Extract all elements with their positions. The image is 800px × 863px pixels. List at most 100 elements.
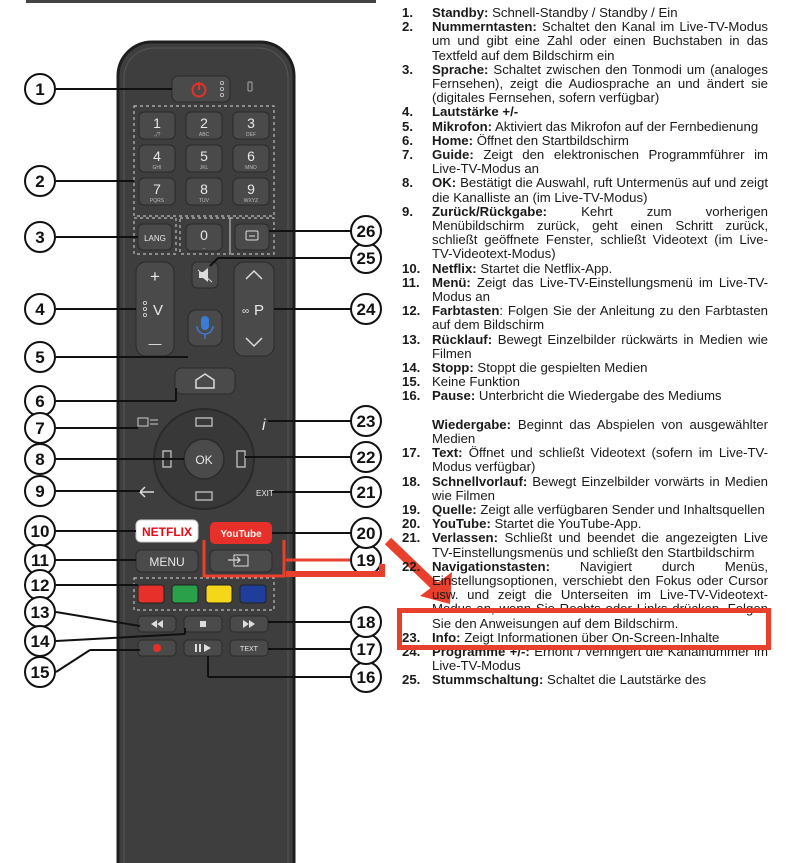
legend-item: 5.Mikrofon: Aktiviert das Mikrofon auf d… <box>402 119 768 134</box>
guide-button[interactable] <box>137 417 158 427</box>
callout-19: 19 <box>350 544 382 576</box>
callout-number: 1 <box>35 80 44 99</box>
digit-key-letters: DEF <box>246 132 256 138</box>
microphone-button[interactable] <box>187 309 223 347</box>
legend-item-term: Verlassen: <box>432 530 498 546</box>
legend-item-term: Wiedergabe: <box>432 416 512 432</box>
ok-button[interactable]: OK <box>183 438 225 480</box>
digit-key-0[interactable]: 0_ <box>185 223 223 252</box>
digit-key-letters: PQRS <box>150 198 165 204</box>
legend-item-number: 18. <box>402 473 421 489</box>
digit-key-number: 7 <box>153 181 161 197</box>
callout-number: 3 <box>35 228 44 247</box>
legend-item-term: Text: <box>432 445 463 461</box>
legend-item-term: Netflix: <box>432 260 477 276</box>
callout-number: 12 <box>31 576 50 595</box>
green-color-button[interactable] <box>171 584 199 604</box>
ok-label: OK <box>195 453 212 467</box>
legend-item-number: 25. <box>402 672 421 688</box>
volume-rocker[interactable]: + V — <box>135 261 175 357</box>
legend-item-text: Beginnt das Abspielen von ausgewählter M… <box>432 416 768 446</box>
lang-button[interactable]: LANG <box>137 223 173 251</box>
legend-item-body: Zurück/Rückgabe: Kehrt zum vorherigen Me… <box>432 203 768 262</box>
volume-v-label: V <box>153 302 163 319</box>
blue-color-button[interactable] <box>239 584 267 604</box>
legend-item-number: 1. <box>402 5 413 20</box>
lang-label: LANG <box>144 234 166 243</box>
fast-forward-button[interactable] <box>229 615 269 633</box>
digit-key-1[interactable]: 1.,/? <box>138 111 176 140</box>
legend-item-body: Lautstärke +/- <box>432 105 768 119</box>
remote-body-inner-edge <box>123 47 289 863</box>
digit-key-letters: ABC <box>199 132 210 138</box>
legend-item: 20.YouTube: Startet die YouTube-App. <box>402 516 768 532</box>
callout-number: 4 <box>35 300 45 319</box>
subtitle-key-frame <box>229 217 275 255</box>
netflix-label: NETFLIX <box>142 525 192 539</box>
callout-15: 15 <box>24 656 56 688</box>
callout-number: 18 <box>357 613 376 632</box>
legend-item-number: 11. <box>402 274 420 290</box>
rewind-icon <box>151 620 163 628</box>
legend-item: 15.Keine Funktion <box>402 375 768 389</box>
microphone-icon <box>196 316 214 339</box>
digit-key-number: 2 <box>200 115 208 131</box>
subtitle-button[interactable] <box>234 223 270 251</box>
legend-item-term: Standby: <box>432 5 489 20</box>
legend-item-number: 8. <box>402 175 413 191</box>
menu-button[interactable]: MENU <box>135 549 199 573</box>
legend-item-term: Navigationstasten: <box>432 558 550 574</box>
callout-9: 9 <box>24 475 56 507</box>
callout-number: 14 <box>31 632 50 651</box>
standby-button[interactable] <box>171 75 231 103</box>
programme-rocker[interactable]: ∞ P <box>233 261 275 357</box>
legend-item: 3.Sprache: Schaltet zwischen den Tonmodi… <box>402 62 768 106</box>
youtube-button[interactable]: YouTube <box>210 522 272 544</box>
legend-item-number: 20. <box>402 516 421 532</box>
legend-item: 17.Text: Öffnet und schließt Videotext (… <box>402 445 768 474</box>
info-button[interactable]: i <box>262 417 266 434</box>
exit-button[interactable]: EXIT <box>256 489 274 498</box>
callout-number: 22 <box>357 448 376 467</box>
legend-item-number <box>402 418 432 446</box>
subtitle-icon <box>245 230 259 241</box>
red-color-button[interactable] <box>137 584 165 604</box>
mute-button[interactable] <box>191 261 219 289</box>
chevron-up-icon <box>245 269 263 280</box>
play-pause-button[interactable] <box>183 639 223 657</box>
legend-item-number: 10. <box>402 260 421 276</box>
legend-item-term: Schnellvorlauf: <box>432 473 528 489</box>
callout-number: 10 <box>31 522 50 541</box>
callout-23: 23 <box>350 405 382 437</box>
source-button[interactable] <box>209 549 273 573</box>
stop-button[interactable] <box>183 615 223 633</box>
callout-number: 7 <box>35 419 44 438</box>
legend-item-body: Verlassen: Schließt und beendet die ange… <box>432 530 768 560</box>
legend-item-term: Zurück/Rückgabe: <box>432 203 548 219</box>
digit-key-letters: JKL <box>200 165 209 171</box>
yellow-color-button[interactable] <box>205 584 233 604</box>
text-button[interactable]: TEXT <box>229 639 269 657</box>
rewind-button[interactable] <box>137 615 177 633</box>
home-button[interactable] <box>174 367 236 395</box>
callout-number: 21 <box>357 483 376 502</box>
svg-text:∞: ∞ <box>242 306 249 317</box>
button-legend: 1.Standby: Schnell-Standby / Standby / E… <box>402 5 768 688</box>
callout-14: 14 <box>24 625 56 657</box>
callout-3: 3 <box>24 221 56 253</box>
record-button[interactable] <box>137 639 177 657</box>
netflix-button[interactable]: NETFLIX <box>135 519 199 543</box>
legend-item-body: Mikrofon: Aktiviert das Mikrofon auf der… <box>432 119 768 134</box>
callout-number: 2 <box>35 172 44 191</box>
legend-item-number: 7. <box>402 147 413 163</box>
led-dots-icon <box>219 81 224 98</box>
callout-7: 7 <box>24 412 56 444</box>
